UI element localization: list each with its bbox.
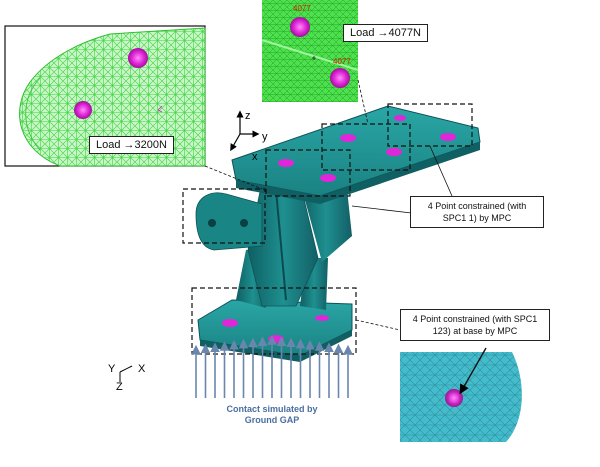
callout-load-4077-text: Load →4077N	[350, 27, 421, 39]
base-node-marker	[445, 389, 463, 407]
callout-load-3200: Load →3200N	[89, 136, 174, 154]
contact-label-text: Contact simulated by Ground GAP	[226, 404, 318, 425]
zoom-panel-left	[4, 25, 206, 167]
axis-triad-main	[230, 110, 260, 152]
axis-label-y: y	[262, 131, 268, 143]
callout-constraint-top-text: 4 Point constrained (with SPC1 1) by MPC	[427, 201, 527, 223]
box-side-tab	[182, 188, 266, 244]
load-node-marker	[290, 17, 310, 37]
leader-lines	[204, 79, 487, 395]
axis-triad-view	[119, 365, 133, 382]
contact-label: Contact simulated by Ground GAP	[216, 404, 328, 426]
callout-load-4077: Load →4077N	[343, 24, 428, 42]
box-arm-mid	[265, 149, 351, 197]
node-label: 4077	[333, 57, 351, 66]
view-axis-x: X	[138, 363, 146, 375]
ground-gap-arrows	[191, 335, 353, 398]
view-axis-y: Y	[108, 363, 116, 375]
zoom-panel-top: 4077 4077	[261, 0, 359, 102]
node-label: 4077	[293, 4, 311, 13]
callout-constraint-base: 4 Point constrained (with SPC1 123) at b…	[400, 309, 550, 341]
view-axis-z: Z	[116, 381, 123, 393]
box-arm-top	[321, 123, 411, 171]
callout-load-3200-text: Load →3200N	[96, 139, 167, 151]
callout-constraint-base-text: 4 Point constrained (with SPC1 123) at b…	[412, 314, 538, 336]
zoom-panel-base	[400, 352, 522, 442]
box-base	[191, 287, 357, 355]
load-node-marker	[330, 68, 350, 88]
axis-label-x: x	[252, 151, 258, 163]
load-node-marker	[74, 101, 92, 119]
load-node-marker	[128, 48, 148, 68]
axis-label-z: z	[245, 110, 251, 122]
callout-constraint-top: 4 Point constrained (with SPC1 1) by MPC	[410, 196, 544, 228]
